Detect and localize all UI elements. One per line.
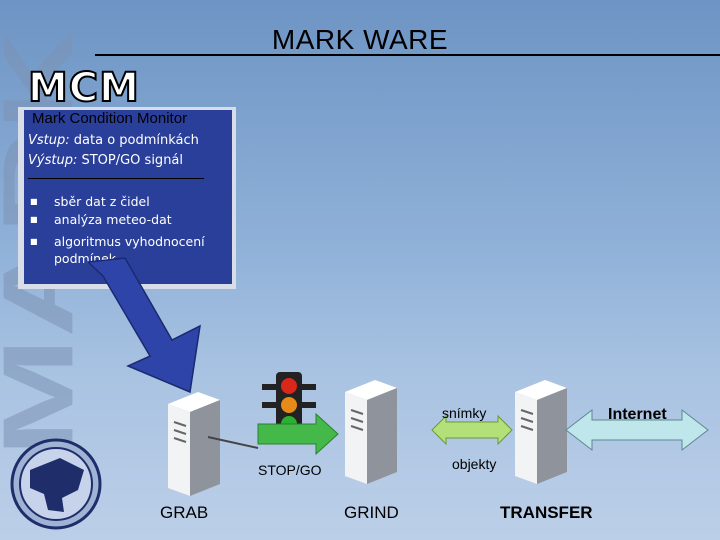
input-label: Vstup: [28, 133, 70, 148]
input-value: data o podmínkách [73, 133, 199, 148]
list-item: ■ algoritmus vyhodnocení podmínek [30, 233, 220, 269]
internet-arrow [565, 408, 709, 452]
mcm-logo: MCM [27, 65, 140, 111]
bullet-icon: ■ [30, 197, 38, 206]
bullet-text: analýza meteo-dat [54, 212, 172, 227]
panel-subtitle: Mark Condition Monitor [32, 110, 188, 127]
bullet-text: sběr dat z čidel [54, 194, 150, 209]
input-line: Vstup: data o podmínkách [28, 133, 199, 148]
stop-go-label: STOP/GO [258, 462, 322, 478]
list-item: ■ sběr dat z čidel [30, 193, 220, 210]
list-item: ■ analýza meteo-dat [30, 211, 220, 228]
panel-to-grab-arrow [86, 257, 201, 394]
bullet-icon: ■ [30, 215, 38, 224]
snimky-objekty-arrow [431, 414, 513, 446]
page-title: MARK WARE [271, 24, 449, 55]
snimky-label: snímky [442, 405, 487, 421]
output-label: Výstup: [28, 153, 78, 168]
server-label-transfer: TRANSFER [500, 503, 593, 522]
output-line: Výstup: STOP/GO signál [28, 153, 183, 168]
bullet-icon: ■ [30, 237, 38, 246]
info-panel [24, 110, 232, 284]
bullet-text: algoritmus vyhodnocení podmínek [54, 234, 205, 266]
logo-emblem-icon [10, 438, 102, 530]
server-label-grind: GRIND [344, 503, 399, 522]
stop-go-arrow [257, 412, 339, 456]
server-icon [168, 392, 259, 496]
objekty-label: objekty [452, 456, 497, 472]
internet-label: Internet [608, 406, 667, 423]
panel-divider [28, 178, 204, 179]
server-icon [345, 380, 397, 484]
server-icon [515, 380, 567, 484]
title-underline [95, 54, 720, 56]
server-label-grab: GRAB [160, 503, 209, 522]
output-value: STOP/GO signál [81, 153, 184, 168]
